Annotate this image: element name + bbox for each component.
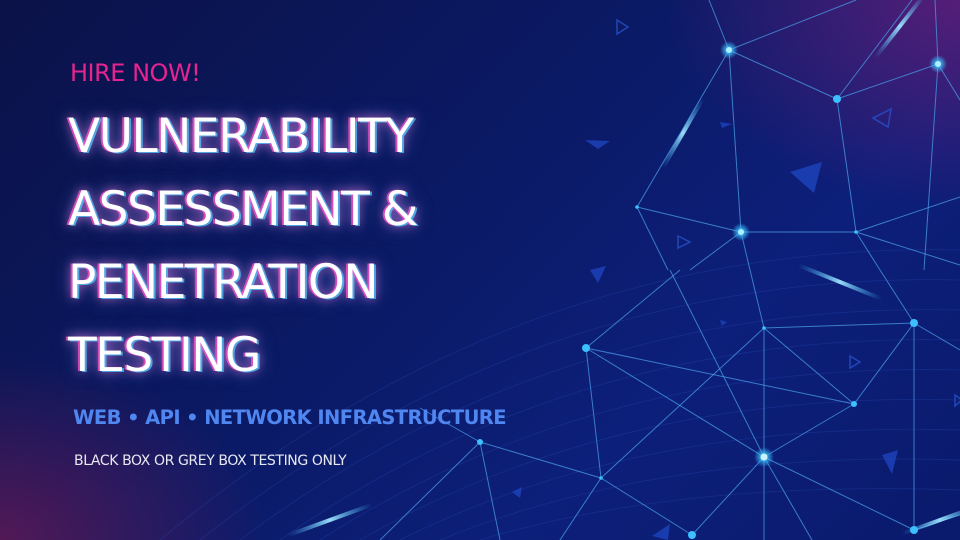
decorative-triangles (512, 122, 898, 540)
network-nodes (477, 41, 947, 539)
light-streaks (287, 0, 960, 538)
services-line: WEB • API • NETWORK INFRASTRUCTURE (73, 406, 507, 429)
title-line-2: ASSESSMENT & (68, 182, 418, 237)
title-line-4: TESTING (68, 328, 261, 383)
headline-block: HIRE NOW! VULNERABILITY ASSESSMENT & PEN… (68, 58, 507, 469)
network-lines (379, 0, 960, 540)
background-arcs (159, 249, 960, 540)
hire-now-kicker: HIRE NOW! (70, 59, 201, 87)
title-line-3: PENETRATION (68, 255, 379, 310)
title-line-1: VULNERABILITY (68, 109, 414, 164)
testing-note: BLACK BOX OR GREY BOX TESTING ONLY (74, 453, 347, 469)
